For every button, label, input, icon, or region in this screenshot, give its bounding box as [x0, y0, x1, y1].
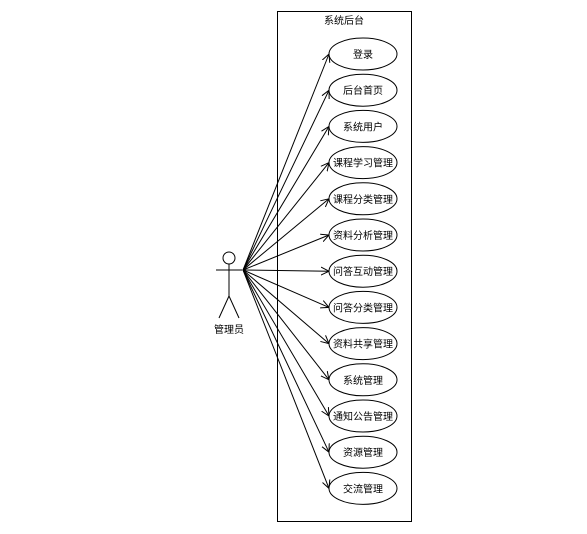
use-case-ellipse	[328, 218, 398, 252]
use-case-ellipse	[328, 399, 398, 433]
use-case-ellipse	[328, 109, 398, 143]
use-case-label: 课程分类管理	[333, 193, 393, 206]
system-boundary	[277, 11, 412, 522]
use-case-label: 问答互动管理	[333, 265, 393, 278]
use-case: 问答分类管理	[328, 290, 398, 324]
use-case: 课程学习管理	[328, 146, 398, 180]
association-line	[242, 269, 329, 416]
use-case: 资料共享管理	[328, 327, 398, 361]
use-case-label: 登录	[353, 48, 373, 61]
use-case: 系统用户	[328, 109, 398, 143]
association-line	[242, 126, 329, 271]
use-case-label: 课程学习管理	[333, 157, 393, 170]
use-case-label: 资源管理	[343, 446, 383, 459]
use-case-ellipse	[328, 182, 398, 216]
use-case-ellipse	[328, 73, 398, 107]
use-case: 课程分类管理	[328, 182, 398, 216]
actor-left-leg	[218, 295, 230, 319]
association-line	[242, 269, 329, 452]
association-line	[242, 235, 329, 271]
actor-head	[222, 251, 236, 265]
use-case-label: 系统管理	[343, 374, 383, 387]
use-case: 登录	[328, 37, 398, 71]
association-line	[242, 269, 329, 380]
association-line	[242, 90, 329, 271]
use-case-ellipse	[328, 363, 398, 397]
association-line	[242, 163, 329, 271]
use-case-label: 问答分类管理	[333, 301, 393, 314]
association-line	[242, 270, 329, 271]
use-case-label: 资料共享管理	[333, 338, 393, 351]
association-line	[242, 54, 329, 271]
use-case-label: 交流管理	[343, 482, 383, 495]
use-case-ellipse	[328, 146, 398, 180]
association-line	[242, 269, 329, 344]
use-case-label: 系统用户	[343, 120, 383, 133]
associations	[242, 54, 329, 488]
use-case-label: 后台首页	[343, 84, 383, 97]
actor-right-leg	[228, 295, 240, 319]
actor-figure	[216, 251, 242, 319]
use-case-ellipse	[328, 254, 398, 288]
use-cases: 登录后台首页系统用户课程学习管理课程分类管理资料分析管理问答互动管理问答分类管理…	[328, 37, 398, 505]
association-line	[242, 269, 329, 488]
system-title: 系统后台	[324, 14, 364, 27]
use-case: 通知公告管理	[328, 399, 398, 433]
use-case: 交流管理	[328, 471, 398, 505]
use-case: 系统管理	[328, 363, 398, 397]
use-case-ellipse	[328, 327, 398, 361]
use-case-ellipse	[328, 471, 398, 505]
use-case: 问答互动管理	[328, 254, 398, 288]
use-case: 后台首页	[328, 73, 398, 107]
use-case-ellipse	[328, 435, 398, 469]
use-case: 资源管理	[328, 435, 398, 469]
use-case: 资料分析管理	[328, 218, 398, 252]
association-line	[242, 269, 329, 307]
actor-label: 管理员	[214, 323, 244, 336]
use-case-label: 资料分析管理	[333, 229, 393, 242]
use-case-ellipse	[328, 37, 398, 71]
association-line	[242, 199, 329, 271]
use-case-ellipse	[328, 290, 398, 324]
use-case-label: 通知公告管理	[333, 410, 393, 423]
